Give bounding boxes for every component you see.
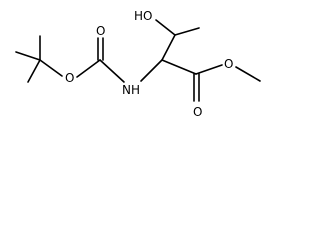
bond-alpha-c-beta-c [161,34,176,61]
atom-label-methyl-ester-oxygen: O [224,57,233,71]
methyl-ester-group [193,64,261,102]
molecule-diagram: HO NH O O O O [15,9,261,119]
bond-tbu-c-methyl-left [15,51,41,61]
structure-canvas: HO NH O O O O [15,9,261,119]
atom-label-amine: NH [122,83,140,97]
bond-n-alpha-c [140,59,163,82]
bond-beta-c-hydroxyl [155,19,176,36]
bond-alpha-c-ester-c [161,59,197,75]
atom-label-carbamate-ester-oxygen: O [65,71,74,85]
tert-butyl-group [15,35,63,83]
bond-o-carbonyl-c [76,59,101,78]
backbone [140,19,200,82]
carbamate-group [76,37,125,83]
bond-ester-c-o [195,64,223,75]
bond-carbonyl-c-n [99,59,125,83]
bond-o-methyl [235,66,261,82]
atom-label-carbamate-carbonyl-oxygen: O [96,24,105,38]
bond-tbu-c-o [39,59,63,77]
atom-label-hydroxyl: HO [134,9,152,23]
bond-beta-c-methyl [174,27,200,36]
bond-tbu-c-methyl-down [27,59,41,83]
atom-label-ester-carbonyl-oxygen: O [193,105,202,119]
